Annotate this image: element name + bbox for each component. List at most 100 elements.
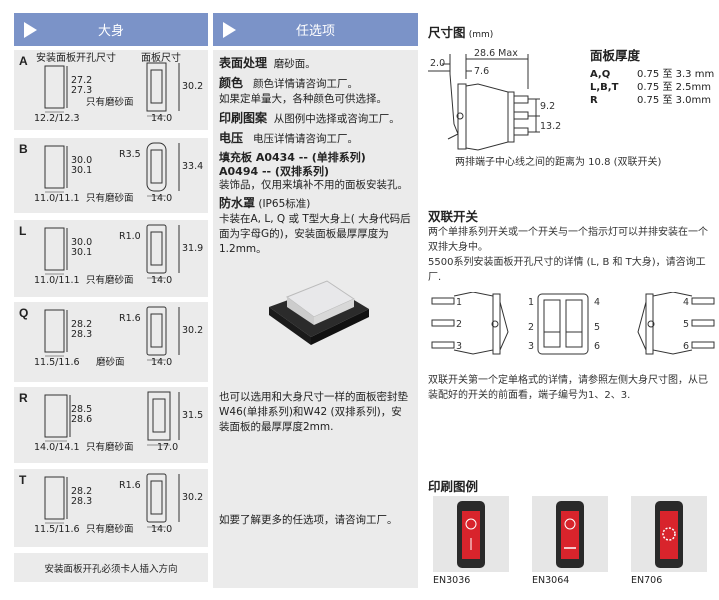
thickness-bodies: L,B,T — [590, 82, 619, 93]
matte-note: 磨砂面 — [96, 357, 125, 368]
terminal-4: 4 — [683, 297, 689, 308]
cutout-height-min: 28.5 — [71, 404, 93, 415]
color-note: 如果定单量大，各种颜色可供选择。 — [219, 93, 387, 105]
bezel-height: 31.9 — [182, 243, 204, 254]
legend-code: EN706 — [631, 575, 663, 586]
filler-value: 装饰品，仅用来填补不用的面板安装孔。 — [219, 179, 408, 191]
cutout-width: 11.0/11.1 — [34, 275, 80, 286]
legend-item-EN706 — [631, 496, 707, 572]
voltage-value: 电压详情请咨询工厂。 — [253, 133, 359, 145]
dimension-title: 尺寸图 (mm) — [428, 22, 493, 41]
terminal-1-front: 1 — [528, 297, 534, 308]
cutout-height-max: 30.1 — [71, 165, 93, 176]
thickness-row: R 0.75 至 3.0mm — [590, 94, 715, 107]
bezel-title: 面板尺寸 — [141, 53, 181, 64]
bezel-height: 33.4 — [182, 161, 204, 172]
body-panel-B: B 30.0 30.1 11.0/11.1 33.4 14.0 只有磨砂面 R3… — [14, 138, 208, 213]
terminal-4-front: 4 — [594, 297, 600, 308]
bezel-height: 30.2 — [182, 325, 204, 336]
color-label: 颜色 — [219, 76, 244, 90]
terminal-5-front: 5 — [594, 322, 600, 333]
cutout-height-max: 28.3 — [71, 329, 93, 340]
body-code: R — [19, 391, 28, 405]
corner-radius: R3.5 — [119, 149, 141, 160]
matte-note: 只有磨砂面 — [86, 524, 134, 535]
body-code: B — [19, 142, 28, 156]
gasket-text: 也可以选用和大身尺寸一样的面板密封垫 W46(单排系列)和W42 (双排系列)，… — [219, 391, 408, 433]
dim-9-2: 9.2 — [540, 101, 555, 112]
cover-label: 防水罩 — [219, 196, 256, 210]
cutout-height-max: 27.3 — [71, 85, 93, 96]
corner-radius: R1.0 — [119, 231, 141, 242]
thickness-range: 0.75 至 3.0mm — [637, 95, 712, 106]
cutout-width: 11.5/11.6 — [34, 524, 80, 535]
body-code: L — [19, 224, 27, 238]
double-switch-section: 双联开关 两个单排系列开关或一个开关与一个指示灯可以并排安装在一个双排大身中。 … — [428, 206, 713, 285]
body-panel-R: R 28.5 28.6 14.0/14.1 31.5 17.0 只有磨砂面 — [14, 387, 208, 463]
terminal-spacing-note: 两排端子中心线之间的距离为 10.8 (双联开关) — [455, 157, 662, 168]
dim-max: 28.6 Max — [474, 48, 518, 59]
legend-code: EN3036 — [433, 575, 471, 586]
dim-2-0: 2.0 — [430, 58, 445, 69]
color-value: 颜色详情请咨询工厂。 — [253, 78, 359, 90]
more-options-text: 如要了解更多的任选项，请咨询工厂。 — [219, 514, 398, 526]
body-panel-T: T 28.2 28.3 11.5/11.6 30.2 14.0 只有磨砂面 R1… — [14, 469, 208, 547]
body-code: A — [19, 54, 28, 68]
double-p2: 5500系列安装面板开孔尺寸的详情 (L, B 和 T大身)，请咨询工厂. — [428, 257, 706, 283]
body-drawing — [44, 391, 180, 446]
cutout-height-max: 30.1 — [71, 247, 93, 258]
terminal-3: 3 — [456, 341, 462, 352]
rocker-switch-icon — [655, 501, 683, 568]
thickness-row: A,Q 0.75 至 3.3 mm — [590, 68, 715, 81]
thickness-range: 0.75 至 3.3 mm — [637, 69, 715, 80]
body-drawing — [44, 224, 180, 279]
cutout-height-min: 28.2 — [71, 319, 93, 330]
cutout-height-min: 27.2 — [71, 75, 93, 86]
terminal-1: 1 — [456, 297, 462, 308]
cutout-width: 12.2/12.3 — [34, 113, 80, 124]
double-title: 双联开关 — [428, 209, 479, 224]
legend-title: 印刷图例 — [428, 476, 478, 495]
thickness-bodies: A,Q — [590, 69, 611, 80]
bezel-width: 17.0 — [157, 442, 179, 453]
body-header: 大身 — [14, 13, 208, 46]
terminal-6-front: 6 — [594, 341, 600, 352]
cutout-width: 11.0/11.1 — [34, 193, 80, 204]
body-drawing — [44, 306, 180, 361]
matte-note: 只有磨砂面 — [86, 97, 134, 108]
double-switch-drawing: 1 2 3 1 2 3 4 5 6 4 5 6 — [431, 292, 715, 355]
filler-label-2: A0494 -- (双排系列) — [219, 165, 329, 178]
thickness-bodies: R — [590, 95, 598, 106]
body-code: T — [19, 473, 27, 487]
double-p1: 两个单排系列开关或一个开关与一个指示灯可以并排安装在一个双排大身中。 — [428, 227, 708, 253]
double-p3: 双联开关第一个定单格式的详情，请参照左侧大身尺寸图，从已装配好的开关的前面看，端… — [428, 375, 708, 401]
body-footer: 安装面板开孔必须卡人插入方向 — [14, 553, 208, 582]
bezel-height: 31.5 — [182, 410, 204, 421]
legend-code: EN3064 — [532, 575, 570, 586]
bezel-width: 14.0 — [151, 193, 173, 204]
print-label: 印刷图案 — [219, 111, 268, 125]
legend-item-EN3036 — [433, 496, 509, 572]
dim-13-2: 13.2 — [540, 121, 561, 132]
matte-note: 只有磨砂面 — [86, 442, 134, 453]
terminal-5: 5 — [683, 319, 689, 330]
terminal-2-front: 2 — [528, 322, 534, 333]
cutout-title: 安装面板开孔尺寸 — [36, 53, 116, 64]
corner-radius: R1.6 — [119, 480, 141, 491]
corner-radius: R1.6 — [119, 313, 141, 324]
bezel-width: 14.0 — [151, 275, 173, 286]
play-triangle-icon — [223, 22, 236, 38]
filler-label: 填充板 A0434 -- (单排系列) — [219, 151, 366, 164]
cover-value: 卡装在A, L, Q 或 T型大身上( 大身代码后面为字母G的)，安装面板最厚厚… — [219, 213, 411, 255]
bezel-width: 14.0 — [151, 357, 173, 368]
body-drawing — [44, 142, 180, 197]
side-dimension-drawing: 28.6 Max 2.0 7.6 9.2 13.2 — [428, 48, 561, 151]
options-header: 任选项 — [213, 13, 418, 46]
options-panel: 表面处理 磨砂面。 颜色 颜色详情请咨询工厂。如果定单量大，各种颜色可供选择。 … — [213, 50, 418, 588]
cutout-width: 14.0/14.1 — [34, 442, 80, 453]
cutout-height-min: 30.0 — [71, 237, 93, 248]
cutout-width: 11.5/11.6 — [34, 357, 80, 368]
play-triangle-icon — [24, 22, 37, 38]
dim-7-6: 7.6 — [474, 66, 489, 77]
cutout-height-min: 30.0 — [71, 155, 93, 166]
